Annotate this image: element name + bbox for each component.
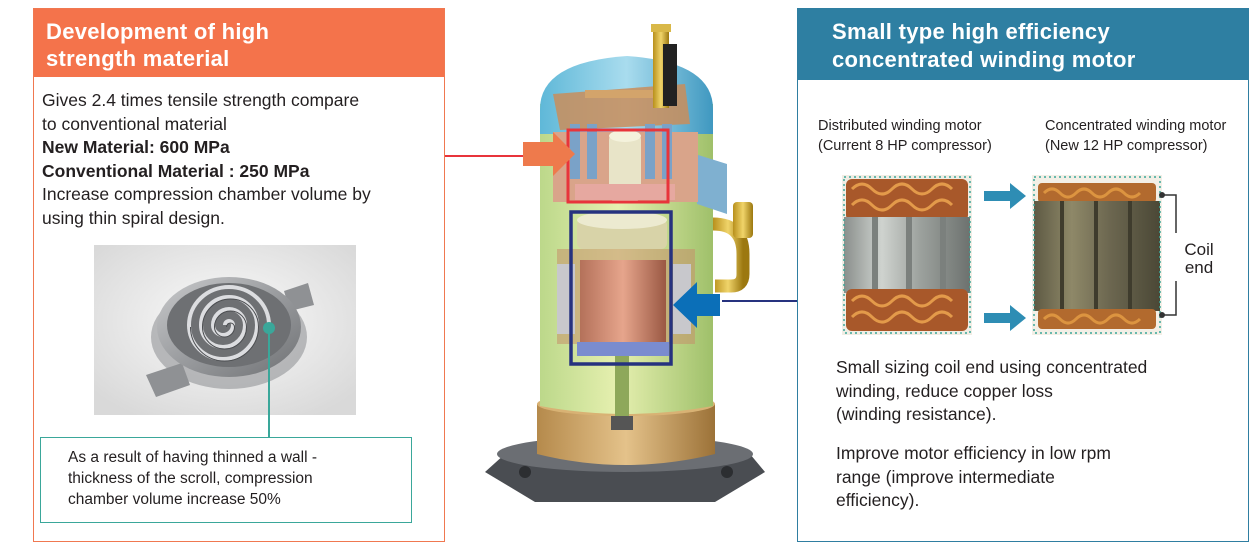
coil-end-label: Coil end — [1184, 240, 1214, 277]
concentrated-motor-label: Concentrated winding motor (New 12 HP co… — [1045, 118, 1227, 154]
material-connector — [445, 155, 525, 157]
material-panel-header: Development of high strength material — [34, 9, 444, 77]
callout-line: As a result of having thinned a wall - — [68, 449, 317, 466]
motor-panel-header: Small type high efficiency concentrated … — [798, 9, 1248, 80]
description-line: efficiency). — [836, 490, 920, 510]
callout-line: thickness of the scroll, compression — [68, 470, 313, 487]
motor-panel: Small type high efficiency concentrated … — [797, 8, 1249, 542]
description-line: Improve motor efficiency in low rpm — [836, 443, 1111, 463]
description-line: using thin spiral design. — [42, 207, 225, 228]
distributed-motor-label: Distributed winding motor (Current 8 HP … — [818, 118, 992, 154]
motor-panel-title: Small type high efficiency concentrated … — [832, 19, 1136, 72]
scroll-photo — [94, 245, 356, 415]
description-line: Gives 2.4 times tensile strength compare — [42, 90, 360, 110]
comparison-arrow-top — [984, 183, 1026, 209]
compressor-cutaway — [485, 24, 765, 502]
description-line: winding, reduce copper loss — [836, 380, 1053, 401]
scroll-callout: As a result of having thinned a wall - t… — [40, 437, 412, 523]
callout-line: chamber volume increase 50% — [68, 491, 281, 508]
new-material-spec: New Material: 600 MPa — [42, 137, 230, 157]
conventional-material-spec: Conventional Material : 250 MPa — [42, 160, 310, 181]
material-panel: Development of high strength material Gi… — [33, 8, 445, 542]
callout-dot — [263, 322, 275, 334]
motor-description-2: Improve motor efficiency in low rpm rang… — [836, 442, 1111, 513]
description-line: to conventional material — [42, 113, 227, 134]
distributed-motor-photo — [842, 175, 972, 335]
description-line: Small sizing coil end using concentrated — [836, 357, 1148, 377]
callout-connector — [268, 327, 270, 437]
coil-end-bracket — [1159, 192, 1177, 318]
material-description: Gives 2.4 times tensile strength compare… — [42, 89, 432, 230]
description-line: Increase compression chamber volume by — [42, 184, 371, 204]
concentrated-motor-photo — [1032, 175, 1162, 335]
material-panel-title: Development of high strength material — [46, 19, 270, 71]
description-line: (winding resistance). — [836, 404, 997, 424]
comparison-arrow-bottom — [984, 305, 1026, 331]
motor-connector — [722, 300, 798, 302]
motor-description-1: Small sizing coil end using concentrated… — [836, 356, 1147, 427]
description-line: range (improve intermediate — [836, 466, 1055, 487]
